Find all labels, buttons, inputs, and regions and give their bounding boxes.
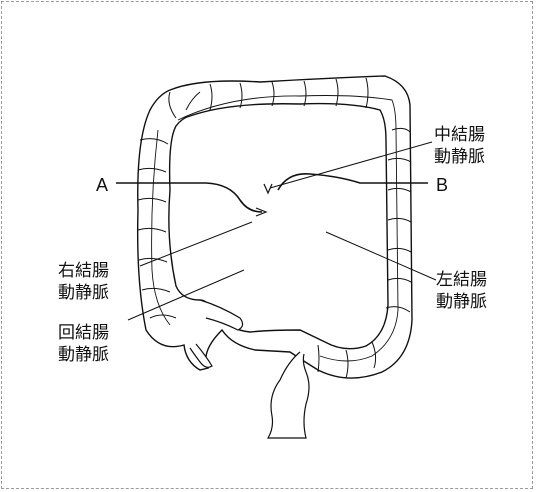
label-a: A bbox=[96, 175, 108, 195]
label-middle-colic-2: 動静脈 bbox=[434, 147, 485, 167]
label-ileocolic-2: 動静脈 bbox=[58, 345, 109, 365]
label-ileocolic-1: 回結腸 bbox=[58, 323, 109, 343]
sigmoid-rectum bbox=[268, 352, 309, 438]
label-right-colic-1: 右結腸 bbox=[58, 261, 109, 281]
label-right-colic-2: 動静脈 bbox=[58, 283, 109, 303]
label-left-colic-1: 左結腸 bbox=[436, 270, 487, 290]
label-left-colic-2: 動静脈 bbox=[436, 292, 487, 312]
label-b: B bbox=[436, 175, 448, 195]
label-middle-colic-1: 中結腸 bbox=[434, 125, 485, 145]
colon bbox=[138, 76, 412, 378]
